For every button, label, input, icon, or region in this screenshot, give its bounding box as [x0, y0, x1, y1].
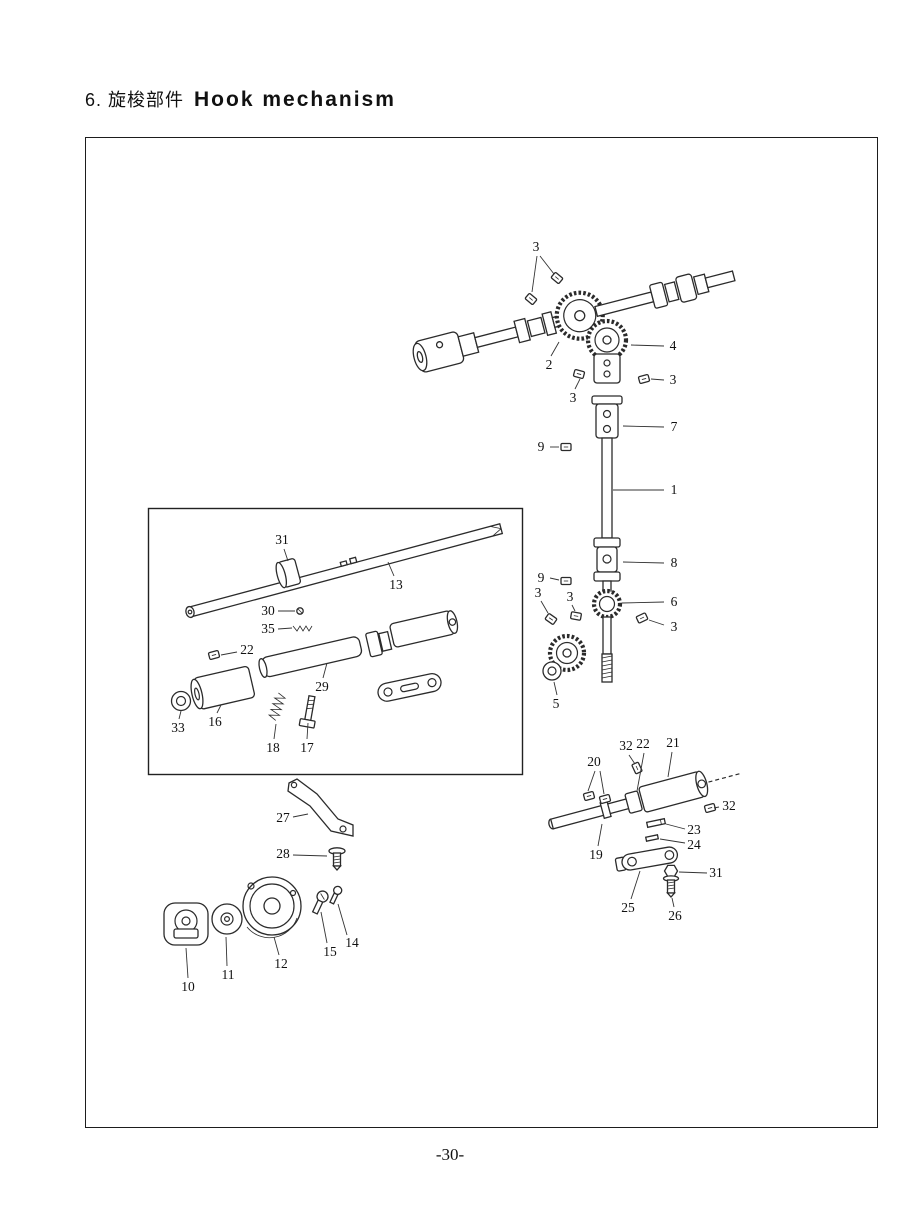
set-screw: [572, 368, 586, 380]
screw-28: [328, 847, 346, 871]
fork-plate-25: [614, 846, 679, 872]
spring-35: [292, 625, 313, 632]
screw-26: [666, 879, 676, 898]
set-screw: [598, 793, 612, 805]
lower-shaft-assembly: [548, 770, 742, 830]
set-screw: [635, 612, 649, 624]
screw-30: [296, 607, 304, 615]
set-screw: [560, 442, 572, 452]
pin-24: [644, 834, 660, 842]
positioning-finger-27: [287, 778, 354, 837]
set-screw: [207, 649, 221, 661]
screw-23: [645, 817, 667, 829]
bushing-16: [190, 665, 256, 710]
title-chinese: 6. 旋梭部件: [85, 90, 185, 110]
set-screw: [582, 790, 596, 802]
set-screw: [569, 611, 583, 621]
inset-box-frame: [147, 507, 524, 776]
sleeve-29: [258, 636, 363, 678]
rings-after-29: [365, 630, 393, 658]
screw-17: [298, 694, 316, 729]
set-screw: [544, 612, 558, 626]
inset-shaft-13: [185, 523, 504, 619]
title-english: Hook mechanism: [194, 88, 396, 111]
diagram-frame: [85, 137, 878, 1128]
set-screw: [637, 373, 651, 385]
fork-plate-inset: [377, 672, 442, 702]
collar-31: [275, 558, 302, 589]
bobbin-11: [211, 903, 243, 935]
screw-14: [329, 885, 343, 905]
page-number: -30-: [435, 1145, 465, 1164]
hook-body-12: [242, 876, 302, 939]
set-screw: [560, 576, 572, 586]
page-title: 6. 旋梭部件 Hook mechanism: [85, 86, 396, 112]
hook-shaft-gear-5: [542, 633, 587, 681]
leader-lines: [178, 255, 720, 979]
set-screw: [550, 271, 564, 285]
set-screw: [524, 292, 538, 306]
nut-31: [662, 864, 680, 882]
spring-18: [267, 692, 287, 721]
upper-shaft-assembly: [412, 270, 736, 373]
ring-33: [170, 690, 192, 712]
bobbin-case-10: [163, 902, 209, 946]
vertical-shaft-assembly: [585, 318, 629, 683]
inset-cylinder-right: [389, 610, 459, 648]
screw-15: [311, 890, 329, 915]
